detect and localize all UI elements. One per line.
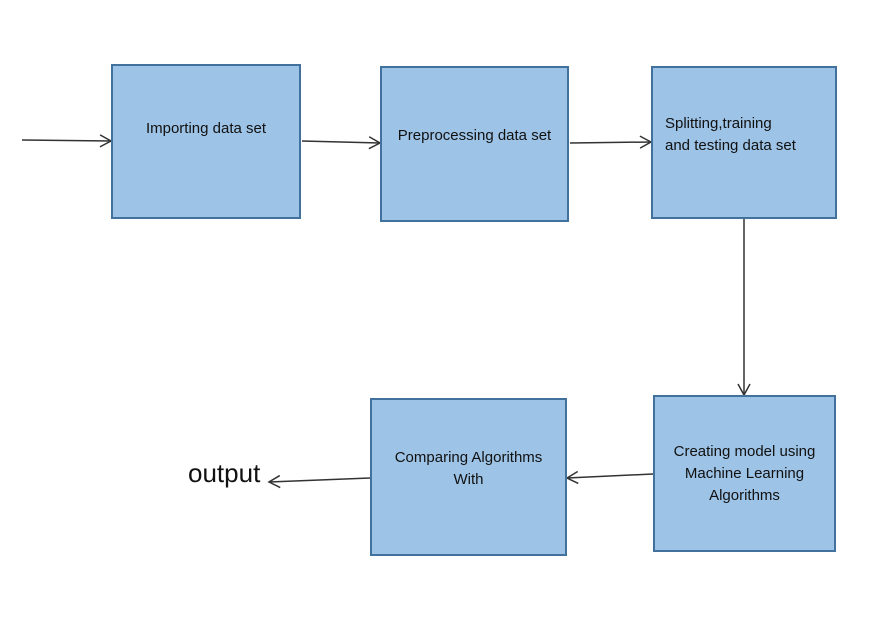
node-comparing-algorithms: Comparing Algorithms With <box>370 398 567 556</box>
node-creating-model: Creating model using Machine Learning Al… <box>653 395 836 552</box>
output-label: output <box>188 458 261 488</box>
arrow-import-to-preprocess <box>301 136 382 150</box>
node-preprocessing-data-set: Preprocessing data set <box>380 66 569 222</box>
node-label: Preprocessing data set <box>397 127 552 144</box>
node-label: Comparing Algorithms With <box>394 449 543 488</box>
node-label: Splitting,training and testing data set <box>665 114 796 154</box>
node-splitting-training-testing: Splitting,training and testing data set <box>651 66 837 219</box>
arrow-model-to-compare <box>565 470 654 485</box>
arrow-preprocess-to-split <box>569 135 653 149</box>
node-label: Creating model using Machine Learning Al… <box>673 442 816 504</box>
node-label: Importing data set <box>145 119 267 137</box>
arrow-input-to-import <box>21 134 113 148</box>
node-importing-data-set: Importing data set <box>111 64 301 219</box>
arrow-compare-to-output <box>267 474 371 489</box>
